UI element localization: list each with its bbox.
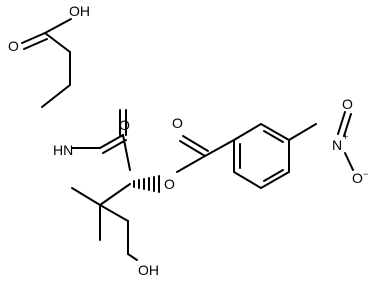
bond-acid-c-o-double-1 [21,32,46,44]
bond-ch2-oh-angled [127,253,138,261]
label-o-nitro-bottom: O [352,170,363,186]
bond-quat-me1 [71,187,101,206]
bond-ester-c-ring [204,139,235,157]
bond-ring-nitro [288,123,317,141]
label-n-plus: + [343,132,348,142]
bond-amide-c-o-1 [99,134,124,149]
label-nh: HN [53,142,73,158]
bond-amide-c-o-2 [102,139,127,154]
bond-acid-c-ch2 [44,32,71,53]
label-oh-alcohol: OH [138,262,159,278]
bond-nitro-o-bottom [344,152,354,171]
bond-quat-ch2 [99,204,129,222]
bond-ester-c-o-2 [182,135,209,152]
bond-ester-c-o-1 [179,140,206,157]
label-o-ester: O [164,176,175,192]
label-o-ester-carbonyl: O [172,115,183,131]
label-o-minus: − [363,169,368,179]
label-n-nitro: N [332,137,342,153]
label-o-amide: O [119,117,130,133]
bond-acid-c-oh [44,18,72,34]
label-o-acid-carbonyl: O [8,38,19,54]
bond-nitro-o-top-2 [343,113,352,137]
bond-ch2-nh [41,84,71,108]
hashed-wedge-bond [133,175,160,193]
label-oh-acid: OH [69,3,90,19]
bond-nitro-o-top-1 [337,111,346,135]
benzene-ring [233,123,290,189]
bond-ester-o-c [176,155,206,173]
label-o-nitro-top: O [342,96,353,112]
bond-amide-c-alpha [122,134,131,171]
bond-acid-c-o-double-2 [23,38,48,50]
bond-alpha-quat [99,183,131,206]
